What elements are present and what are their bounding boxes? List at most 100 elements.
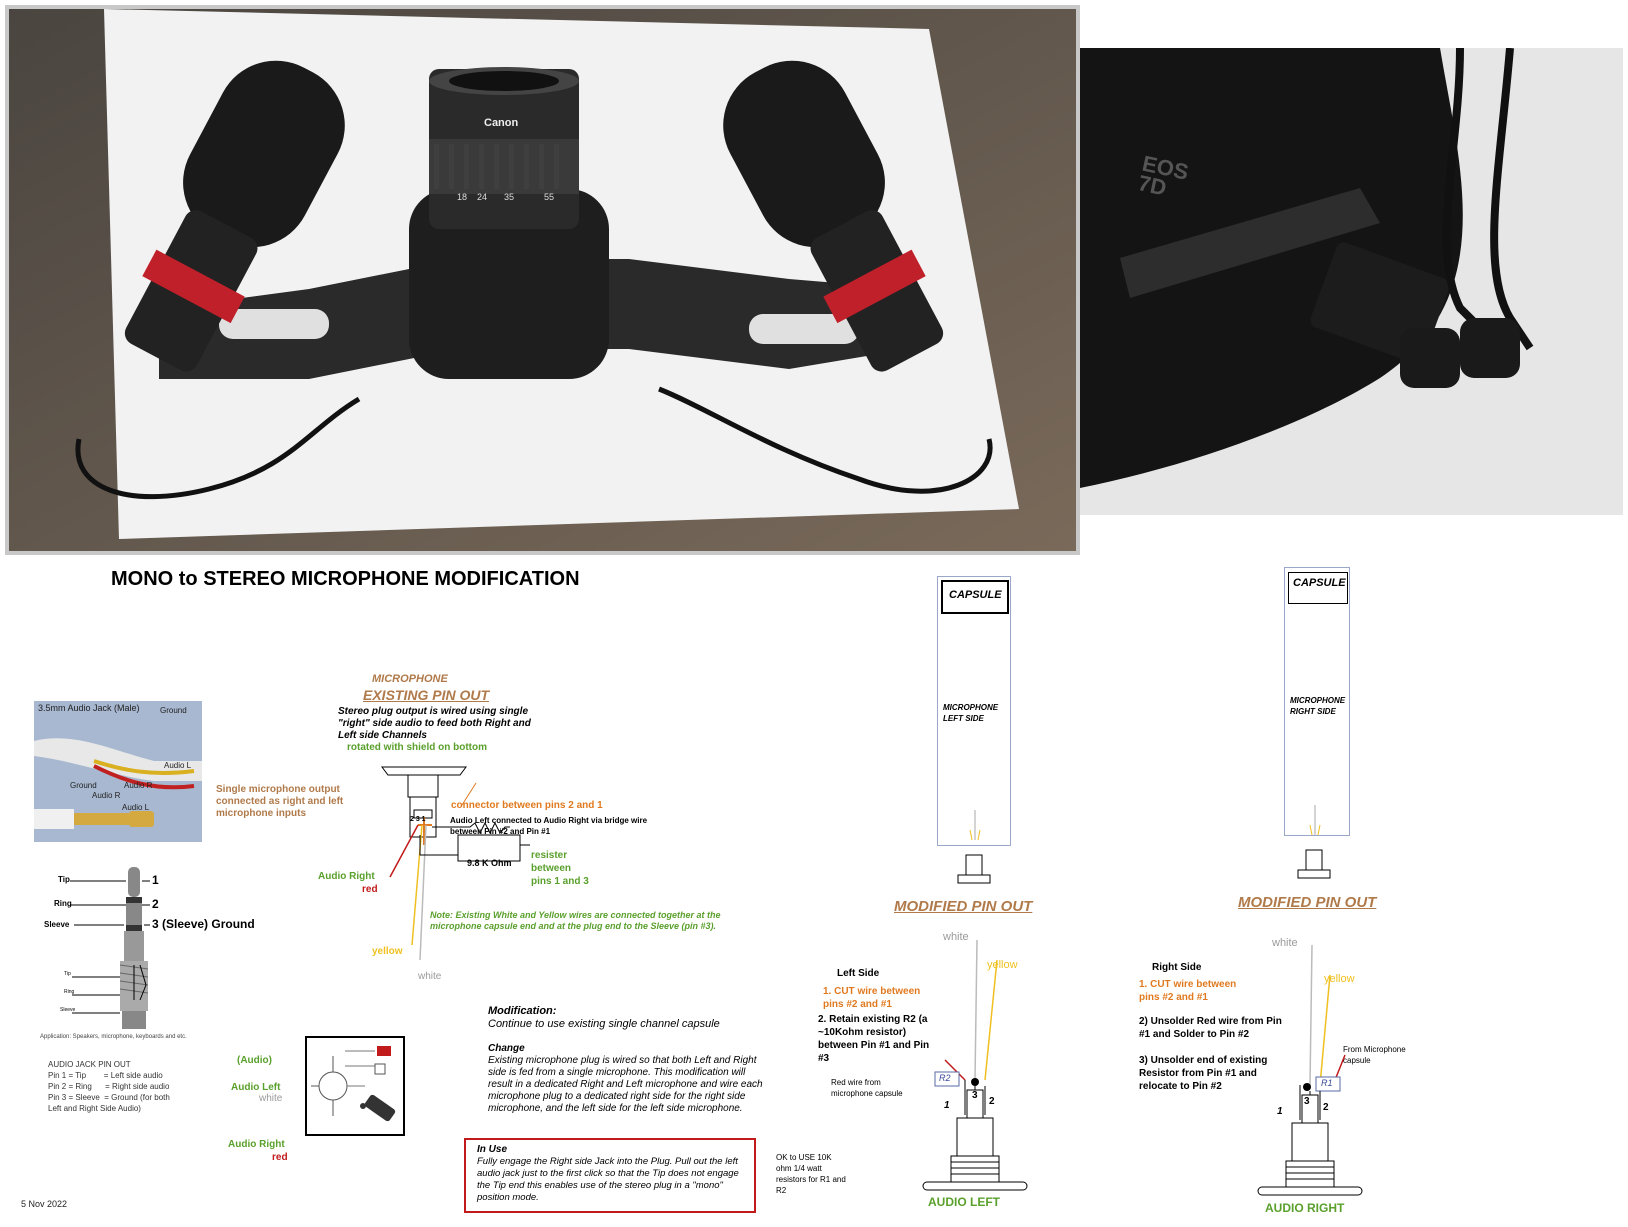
in-use-text: Fully engage the Right side Jack into th… xyxy=(477,1156,739,1203)
right-pin-2: 2 xyxy=(1323,1102,1329,1113)
left-footer: AUDIO LEFT xyxy=(928,1195,1000,1209)
right-modified-drawing xyxy=(1257,945,1363,1196)
right-capsule-box: CAPSULE xyxy=(1288,572,1348,604)
right-mic-label: MICROPHONE RIGHT SIDE xyxy=(1290,696,1346,716)
camera-rig-photo: Canon 18 24 35 55 xyxy=(5,5,1080,555)
left-yellow: yellow xyxy=(987,959,1018,971)
right-mic-plug-top xyxy=(1297,805,1331,879)
lens-scale-24: 24 xyxy=(477,192,488,202)
left-mic-body xyxy=(937,576,1011,846)
audio-right-label: Audio Right xyxy=(228,1139,285,1150)
lens-brand-text: Canon xyxy=(484,117,519,129)
right-r1-label: R1 xyxy=(1321,1078,1333,1088)
jack-label-audio-r: Audio R xyxy=(124,781,153,790)
existing-audio-right: Audio Right xyxy=(318,871,375,882)
right-step-1: 1. CUT wire between pins #2 and #1 xyxy=(1139,979,1237,1003)
change-text: Existing microphone plug is wired so tha… xyxy=(488,1055,763,1114)
left-mic-label: MICROPHONE LEFT SIDE xyxy=(943,703,999,723)
audio-left-label: Audio Left xyxy=(231,1082,281,1093)
existing-red: red xyxy=(362,884,378,895)
right-white: white xyxy=(1272,937,1298,949)
ok-resistor-note: OK to USE 10K ohm 1/4 watt resistors for… xyxy=(776,1153,846,1195)
small-sleeve-label: Sleeve xyxy=(60,1007,76,1013)
right-capsule-label: CAPSULE xyxy=(1293,577,1346,589)
left-modified-title: MODIFIED PIN OUT xyxy=(894,898,1033,915)
existing-description: Stereo plug output is wired using single… xyxy=(338,706,531,741)
small-ring-label: Ring xyxy=(64,989,75,995)
pin-1-label: 1 xyxy=(152,873,159,887)
left-pin-3: 3 xyxy=(972,1090,978,1101)
left-modified-drawing xyxy=(922,940,1028,1191)
jack-label-audio-l-2: Audio L xyxy=(122,803,150,812)
camera-model-text: EOS 7D xyxy=(1135,150,1191,201)
application-note: Application: Speakers, microphone, keybo… xyxy=(40,1034,187,1040)
pin-2-label: 2 xyxy=(152,897,159,911)
right-footer: AUDIO RIGHT xyxy=(1265,1201,1345,1215)
jack-label-audio-l: Audio L xyxy=(164,761,192,770)
left-r2-label: R2 xyxy=(939,1073,951,1083)
pin-3-label: 3 (Sleeve) Ground xyxy=(152,917,255,931)
modification-heading: Modification: xyxy=(488,1005,557,1017)
audio-label: (Audio) xyxy=(237,1055,272,1066)
single-mic-note: Single microphone output connected as ri… xyxy=(216,784,344,819)
existing-note: Note: Existing White and Yellow wires ar… xyxy=(430,910,721,931)
lens-scale-35: 35 xyxy=(504,192,515,202)
small-tip-label: Tip xyxy=(64,971,71,977)
ring-label: Ring xyxy=(54,899,72,908)
audio-jack-photo: 3.5mm Audio Jack (Male) Ground Audio L A… xyxy=(34,701,202,842)
audio-left-white: white xyxy=(259,1093,283,1104)
right-pin-1: 1 xyxy=(1277,1106,1283,1117)
left-red-wire-note: Red wire from microphone capsule xyxy=(831,1078,903,1098)
existing-plug-drawing xyxy=(381,766,530,961)
jack-pinout-line-2: Pin 2 = Ring = Right side audio xyxy=(48,1082,170,1091)
jack-label-ground: Ground xyxy=(160,706,187,715)
audio-connector-drawing xyxy=(305,1036,405,1136)
right-modified-title: MODIFIED PIN OUT xyxy=(1238,894,1377,911)
right-from-mic-note: From Microphone capsule xyxy=(1343,1045,1406,1065)
left-pin-1: 1 xyxy=(944,1100,950,1111)
lens-scale-55: 55 xyxy=(544,192,555,202)
jack-pinout-line-3: Pin 3 = Sleeve = Ground (for both xyxy=(48,1093,170,1102)
resistor-value: 9.8 K Ohm xyxy=(467,858,512,868)
date-label: 5 Nov 2022 xyxy=(21,1199,68,1209)
right-pin-3: 3 xyxy=(1304,1096,1310,1107)
rotated-note: rotated with shield on bottom xyxy=(347,742,487,753)
page-title: MONO to STEREO MICROPHONE MODIFICATION xyxy=(111,568,580,590)
left-capsule-label: CAPSULE xyxy=(949,589,1002,601)
in-use-box: In Use Fully engage the Right side Jack … xyxy=(464,1138,756,1213)
in-use-heading: In Use xyxy=(477,1144,508,1155)
right-yellow: yellow xyxy=(1324,973,1355,985)
right-step-3: 3) Unsolder end of existing Resistor fro… xyxy=(1139,1055,1268,1092)
tip-label: Tip xyxy=(58,875,70,884)
jack-photo-caption: 3.5mm Audio Jack (Male) xyxy=(38,703,140,713)
jack-label-audio-r-2: Audio R xyxy=(92,791,121,800)
existing-pinout-title: EXISTING PIN OUT xyxy=(363,687,490,703)
left-pin-2: 2 xyxy=(989,1096,995,1107)
left-capsule-box: CAPSULE xyxy=(941,580,1009,614)
modification-line: Continue to use existing single channel … xyxy=(488,1018,720,1030)
resister-note: resister between pins 1 and 3 xyxy=(531,850,589,887)
existing-microphone-label: MICROPHONE xyxy=(372,673,448,685)
bridge-note: Audio Left connected to Audio Right via … xyxy=(450,816,648,836)
jack-pinout-title: AUDIO JACK PIN OUT xyxy=(48,1060,131,1069)
left-white: white xyxy=(943,931,969,943)
jack-pinout-line-4: Left and Right Side Audio) xyxy=(48,1104,141,1113)
audio-right-red: red xyxy=(272,1152,288,1163)
connector-note: connector between pins 2 and 1 xyxy=(451,800,603,811)
lens-scale-18: 18 xyxy=(457,192,468,202)
change-heading: Change xyxy=(488,1043,525,1054)
existing-pins-label: 2 3 1 xyxy=(410,816,426,823)
right-mic-body xyxy=(1284,567,1350,836)
existing-yellow: yellow xyxy=(372,946,403,957)
left-side-label: Left Side xyxy=(837,968,880,979)
camera-jack-closeup-photo: EOS 7D xyxy=(1080,48,1623,515)
plug-diagram: Tip Ring Sleeve 1 2 3 (Sleeve) Ground Ti… xyxy=(40,865,260,1030)
left-step-2: 2. Retain existing R2 (a ~10Kohm resisto… xyxy=(818,1014,930,1064)
sleeve-label: Sleeve xyxy=(44,920,70,929)
right-step-2: 2) Unsolder Red wire from Pin #1 and Sol… xyxy=(1139,1016,1282,1040)
left-step-1: 1. CUT wire between pins #2 and #1 xyxy=(823,986,921,1010)
left-mic-plug-top xyxy=(957,810,991,884)
right-side-label: Right Side xyxy=(1152,962,1202,973)
jack-label-ground-2: Ground xyxy=(70,781,97,790)
existing-white: white xyxy=(418,971,442,982)
